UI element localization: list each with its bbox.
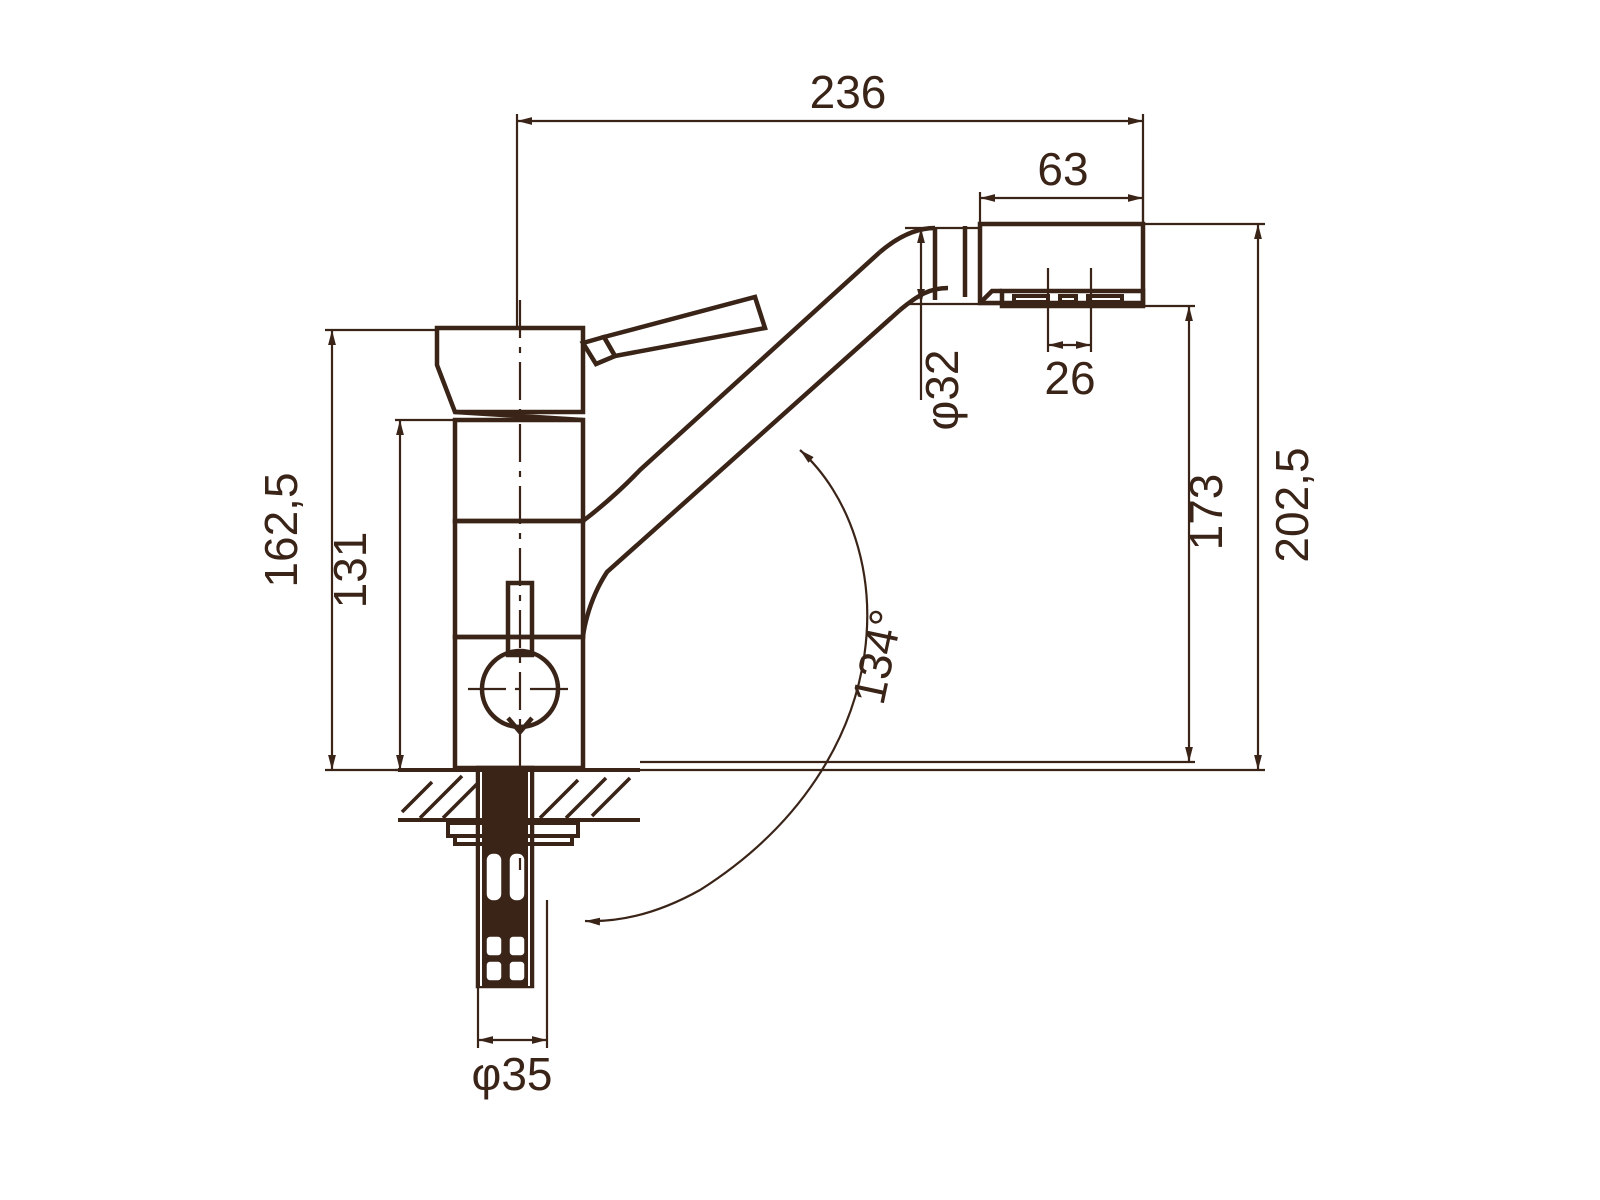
dim-shank-diameter xyxy=(476,900,549,1048)
mounting-nut xyxy=(453,834,574,846)
spout-elbow-upper xyxy=(878,225,936,254)
spout-head-chamfer xyxy=(978,288,1002,305)
mounting-washer xyxy=(446,821,580,838)
angle-arc-134 xyxy=(584,449,869,926)
dimension-labels: 236 63 26 φ32 162,5 131 173 202,5 134° φ… xyxy=(255,66,1318,1100)
dim-label-131: 131 xyxy=(324,532,376,609)
shank-slot-outlines xyxy=(483,850,528,984)
dim-label-phi35: φ35 xyxy=(472,1048,553,1100)
dim-spout-head-length xyxy=(978,160,1145,222)
spout-tube-outer-edge xyxy=(581,250,882,523)
dim-body-height-total xyxy=(325,328,437,772)
diverter-notch xyxy=(506,716,534,736)
aerator-slots xyxy=(1012,294,1124,304)
shank-slots xyxy=(485,852,526,982)
dim-label-173: 173 xyxy=(1180,474,1232,551)
dim-body-height-inner xyxy=(395,418,455,772)
shank-thread-marks xyxy=(480,772,530,986)
dim-spout-head-diameter xyxy=(905,226,1000,400)
dim-label-phi32: φ32 xyxy=(916,350,968,431)
faucet-top-cap xyxy=(434,325,586,415)
dim-label-162-5: 162,5 xyxy=(255,472,307,587)
dim-swivel-angle xyxy=(584,449,869,926)
centre-lines xyxy=(468,300,572,870)
dim-label-26: 26 xyxy=(1044,352,1095,404)
dim-label-134-deg: 134° xyxy=(842,605,913,709)
handle-lever-arm xyxy=(600,294,768,359)
dim-label-202-5: 202,5 xyxy=(1266,447,1318,562)
faucet-body-geometry xyxy=(398,221,1146,989)
dim-aerator-spacing xyxy=(1046,268,1093,352)
spout-elbow-lower xyxy=(898,285,949,312)
spout-tube-inner-edge xyxy=(580,308,902,638)
dim-label-63: 63 xyxy=(1037,143,1088,195)
dim-label-236: 236 xyxy=(810,66,887,118)
